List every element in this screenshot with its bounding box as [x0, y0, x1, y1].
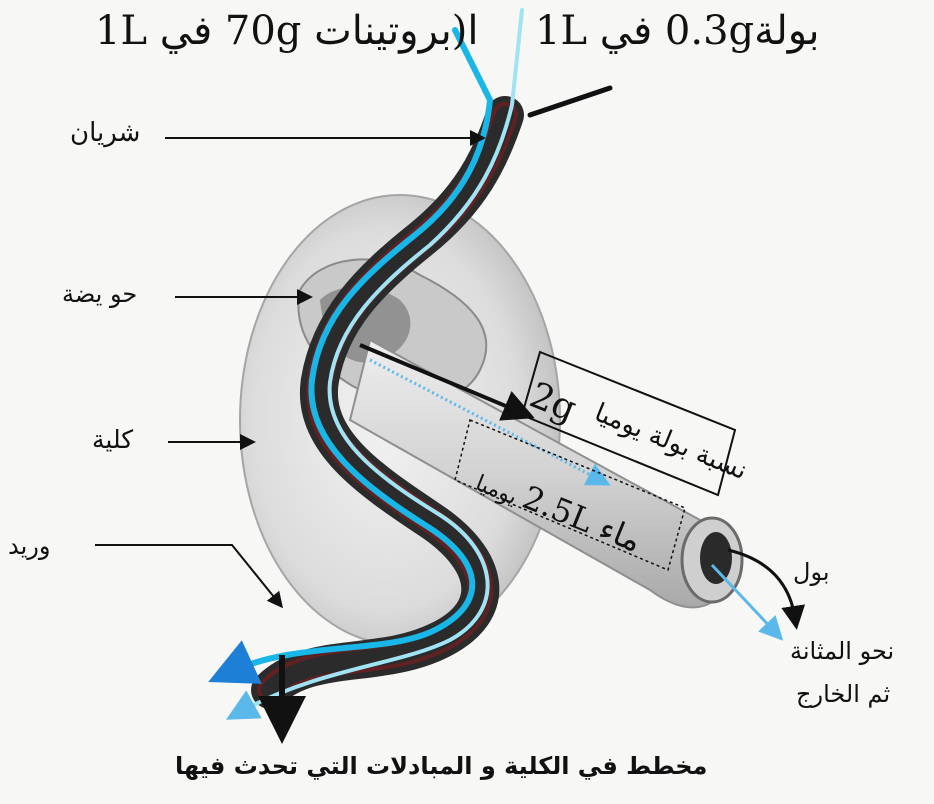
protein-concentration-label: ا(بروتينات 70g في 1L — [95, 8, 479, 54]
bladder-label-line1: نحو المثانة — [790, 637, 894, 665]
kidney-label: كلية — [92, 425, 133, 454]
protein-line — [530, 88, 610, 115]
vein-leader — [95, 545, 278, 602]
vein-label: وريد — [8, 532, 50, 560]
bladder-label-line2: ثم الخارج — [796, 680, 890, 708]
capsule-label: حو يضة — [62, 280, 137, 308]
artery-label: شريان — [70, 118, 140, 148]
urine-label: بول — [793, 558, 830, 586]
tubule-hole — [700, 532, 732, 584]
diagram-caption: مخطط في الكلية و المبادلات التي تحدث فيه… — [175, 752, 707, 780]
urea-concentration-label: بولة0.3g في 1L — [535, 8, 820, 54]
